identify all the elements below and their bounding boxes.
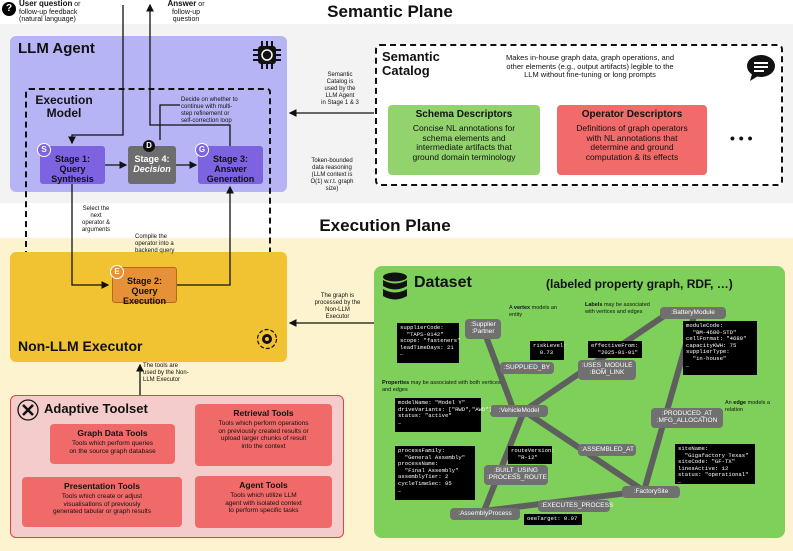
answer-arrow	[146, 3, 231, 146]
edge-built-using-line	[481, 408, 527, 514]
operator-descriptors-title: Operator Descriptors	[581, 109, 683, 120]
node-supplier: :Supplier :Partner	[465, 319, 501, 339]
llm-agent-title: LLM Agent	[18, 40, 95, 57]
edge-annotation: An edge models a relation	[725, 400, 770, 413]
user-question-label: User question or follow-up feedback (nat…	[19, 0, 81, 23]
edge-label-supplied-by: :SUPPLIED_BY	[500, 362, 554, 374]
graph-data-tools-title: Graph Data Tools	[77, 428, 148, 438]
chip-icon	[252, 40, 282, 70]
gear-icon	[256, 328, 278, 350]
props-supplier: supplierCode: "TAPS-0142" scope: "fasten…	[397, 323, 460, 363]
semantic-catalog-description: Makes in-house graph data, graph operati…	[505, 53, 675, 79]
edge-label-assembled-at: :ASSEMBLED_AT	[578, 444, 636, 456]
edge-label-uses-module: :USES_MODULE :BOM_LINK	[578, 360, 636, 380]
props-battery-module: moduleCode: "BM-4680-STD" cellFormat: "4…	[683, 321, 757, 375]
semantic-plane-title: Semantic Plane	[327, 2, 453, 21]
vertex-annotation: A vertex models an entity	[509, 305, 558, 318]
decide-note-pointer	[159, 104, 180, 140]
answer-label: Answer or follow-up question	[167, 0, 205, 23]
props-factory-site: siteName: "Gigafactory Texas" siteCode: …	[675, 444, 755, 485]
chat-bubble-icon	[746, 54, 776, 82]
tools-icon	[17, 399, 39, 421]
question-bubble-icon: ?	[2, 2, 16, 16]
props-assembly-process: processFamily: "General Assembly" proces…	[395, 446, 475, 500]
retrieval-tools-title: Retrieval Tools	[233, 408, 294, 418]
props-effective-from: effectiveFrom: "2025-01-01"	[588, 341, 642, 358]
non-llm-executor-title: Non-LLM Executor	[18, 338, 143, 354]
props-route-version: routeVersion: "R-12"	[508, 446, 555, 464]
stage1-to-stage2-arrow	[71, 184, 110, 289]
stage-1-badge: S	[37, 143, 51, 157]
user-question-arrow	[68, 5, 124, 145]
labels-annotation: Labels may be associated with vertices a…	[585, 302, 650, 315]
schema-descriptors-title: Schema Descriptors	[415, 109, 513, 120]
schema-descriptors-box: Schema Descriptors Concise NL annotation…	[388, 105, 540, 175]
database-icon	[382, 272, 408, 302]
retrieval-tools-box: Retrieval Tools Tools which perform oper…	[195, 404, 332, 466]
edge-label-produced-at: :PRODUCED_AT :MFG_ALLOCATION	[651, 408, 723, 428]
agent-tools-title: Agent Tools	[239, 480, 288, 490]
node-assembly-process: :AssemblyProcess	[450, 508, 520, 520]
more-descriptors-ellipsis: • • •	[730, 130, 753, 146]
stage-4-badge: D	[143, 140, 155, 152]
props-vehicle-model: modelName: "Model Y" driveVariants: ["RW…	[395, 398, 492, 432]
properties-annotation: Properties may be associated with both v…	[382, 380, 501, 393]
edge-label-executes-process: :EXECUTES_PROCESS	[538, 500, 613, 512]
adaptive-toolset-title: Adaptive Toolset	[44, 401, 148, 416]
edge-supplied-by-line	[481, 328, 517, 414]
dataset-title: Dataset	[414, 274, 472, 291]
node-vehicle-model: :VehicleModel	[490, 405, 548, 417]
props-oee-target: oeeTarget: 0.97	[524, 514, 582, 525]
dataset-subtitle: (labeled property graph, RDF, …)	[546, 277, 733, 291]
graph-data-tools-box: Graph Data Tools Tools which perform que…	[50, 424, 175, 464]
presentation-tools-box: Presentation Tools Tools which create or…	[22, 477, 182, 527]
graph-edges-layer	[481, 313, 697, 514]
operator-descriptors-box: Operator Descriptors Definitions of grap…	[557, 105, 707, 175]
execution-plane-title: Execution Plane	[319, 216, 451, 235]
node-battery-module: :BatteryModule	[660, 307, 726, 319]
stage-3-badge: G	[195, 143, 209, 157]
stage-2-badge: E	[110, 265, 124, 279]
node-factory-site: :FactorySite	[622, 486, 680, 498]
presentation-tools-title: Presentation Tools	[64, 481, 140, 491]
edge-label-built-using: :BUILT_USING :PROCESS_ROUTE	[484, 465, 548, 485]
props-risk-level: riskLevel: 0.73	[530, 341, 567, 360]
stage-4-decision: Stage 4:Decision	[128, 146, 176, 184]
stage2-to-stage3-arrow	[177, 185, 234, 286]
